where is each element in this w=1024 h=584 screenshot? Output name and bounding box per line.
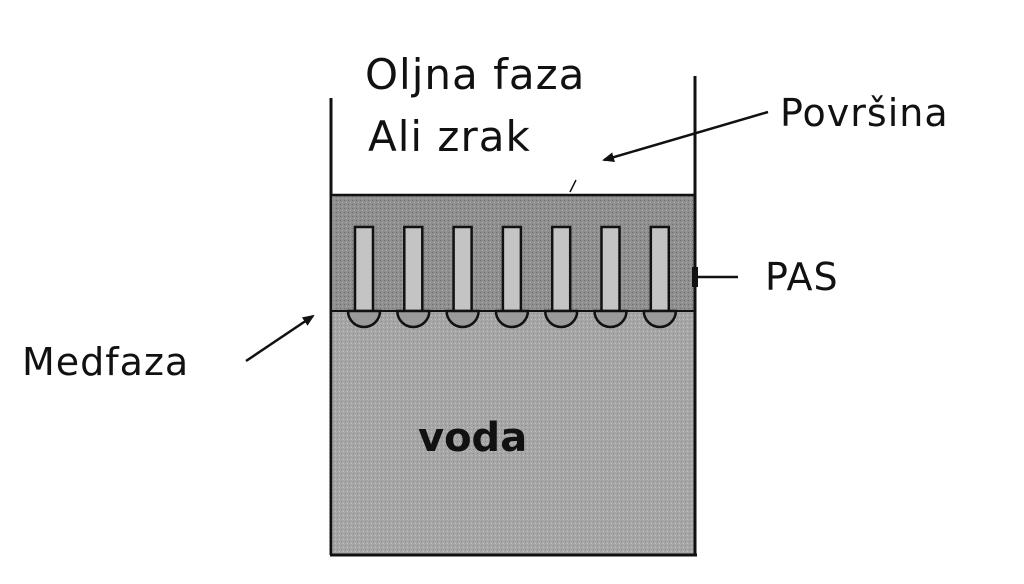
surface-label: Površina [780,91,949,135]
surface-arrow [602,110,769,162]
surfactant-head [396,309,431,329]
air-label: Ali zrak [368,112,531,161]
surfactant-tail [403,225,424,313]
oil-phase-label: Oljna faza [365,50,586,99]
surfactant-tail [550,225,572,313]
water-label: voda [418,415,528,461]
interface-arrow [245,314,315,363]
surfactant-head [494,309,530,329]
surfactant-tail [452,225,473,313]
surfactant-head [593,309,628,329]
surfactant-head [346,309,382,329]
interface-label: Medfaza [22,340,190,384]
water-layer [333,310,695,555]
surfactant-head [642,309,678,329]
surfactant-tail [649,225,671,313]
surfactant-tail [353,225,375,313]
surface-tick [569,179,577,193]
surfactant-tail [501,225,523,313]
surfactant-molecules [346,225,678,329]
surfactant-tail [600,225,621,313]
surfactant-head [445,309,480,329]
surfactant-label: PAS [765,255,839,299]
surfactant-head [543,309,579,329]
